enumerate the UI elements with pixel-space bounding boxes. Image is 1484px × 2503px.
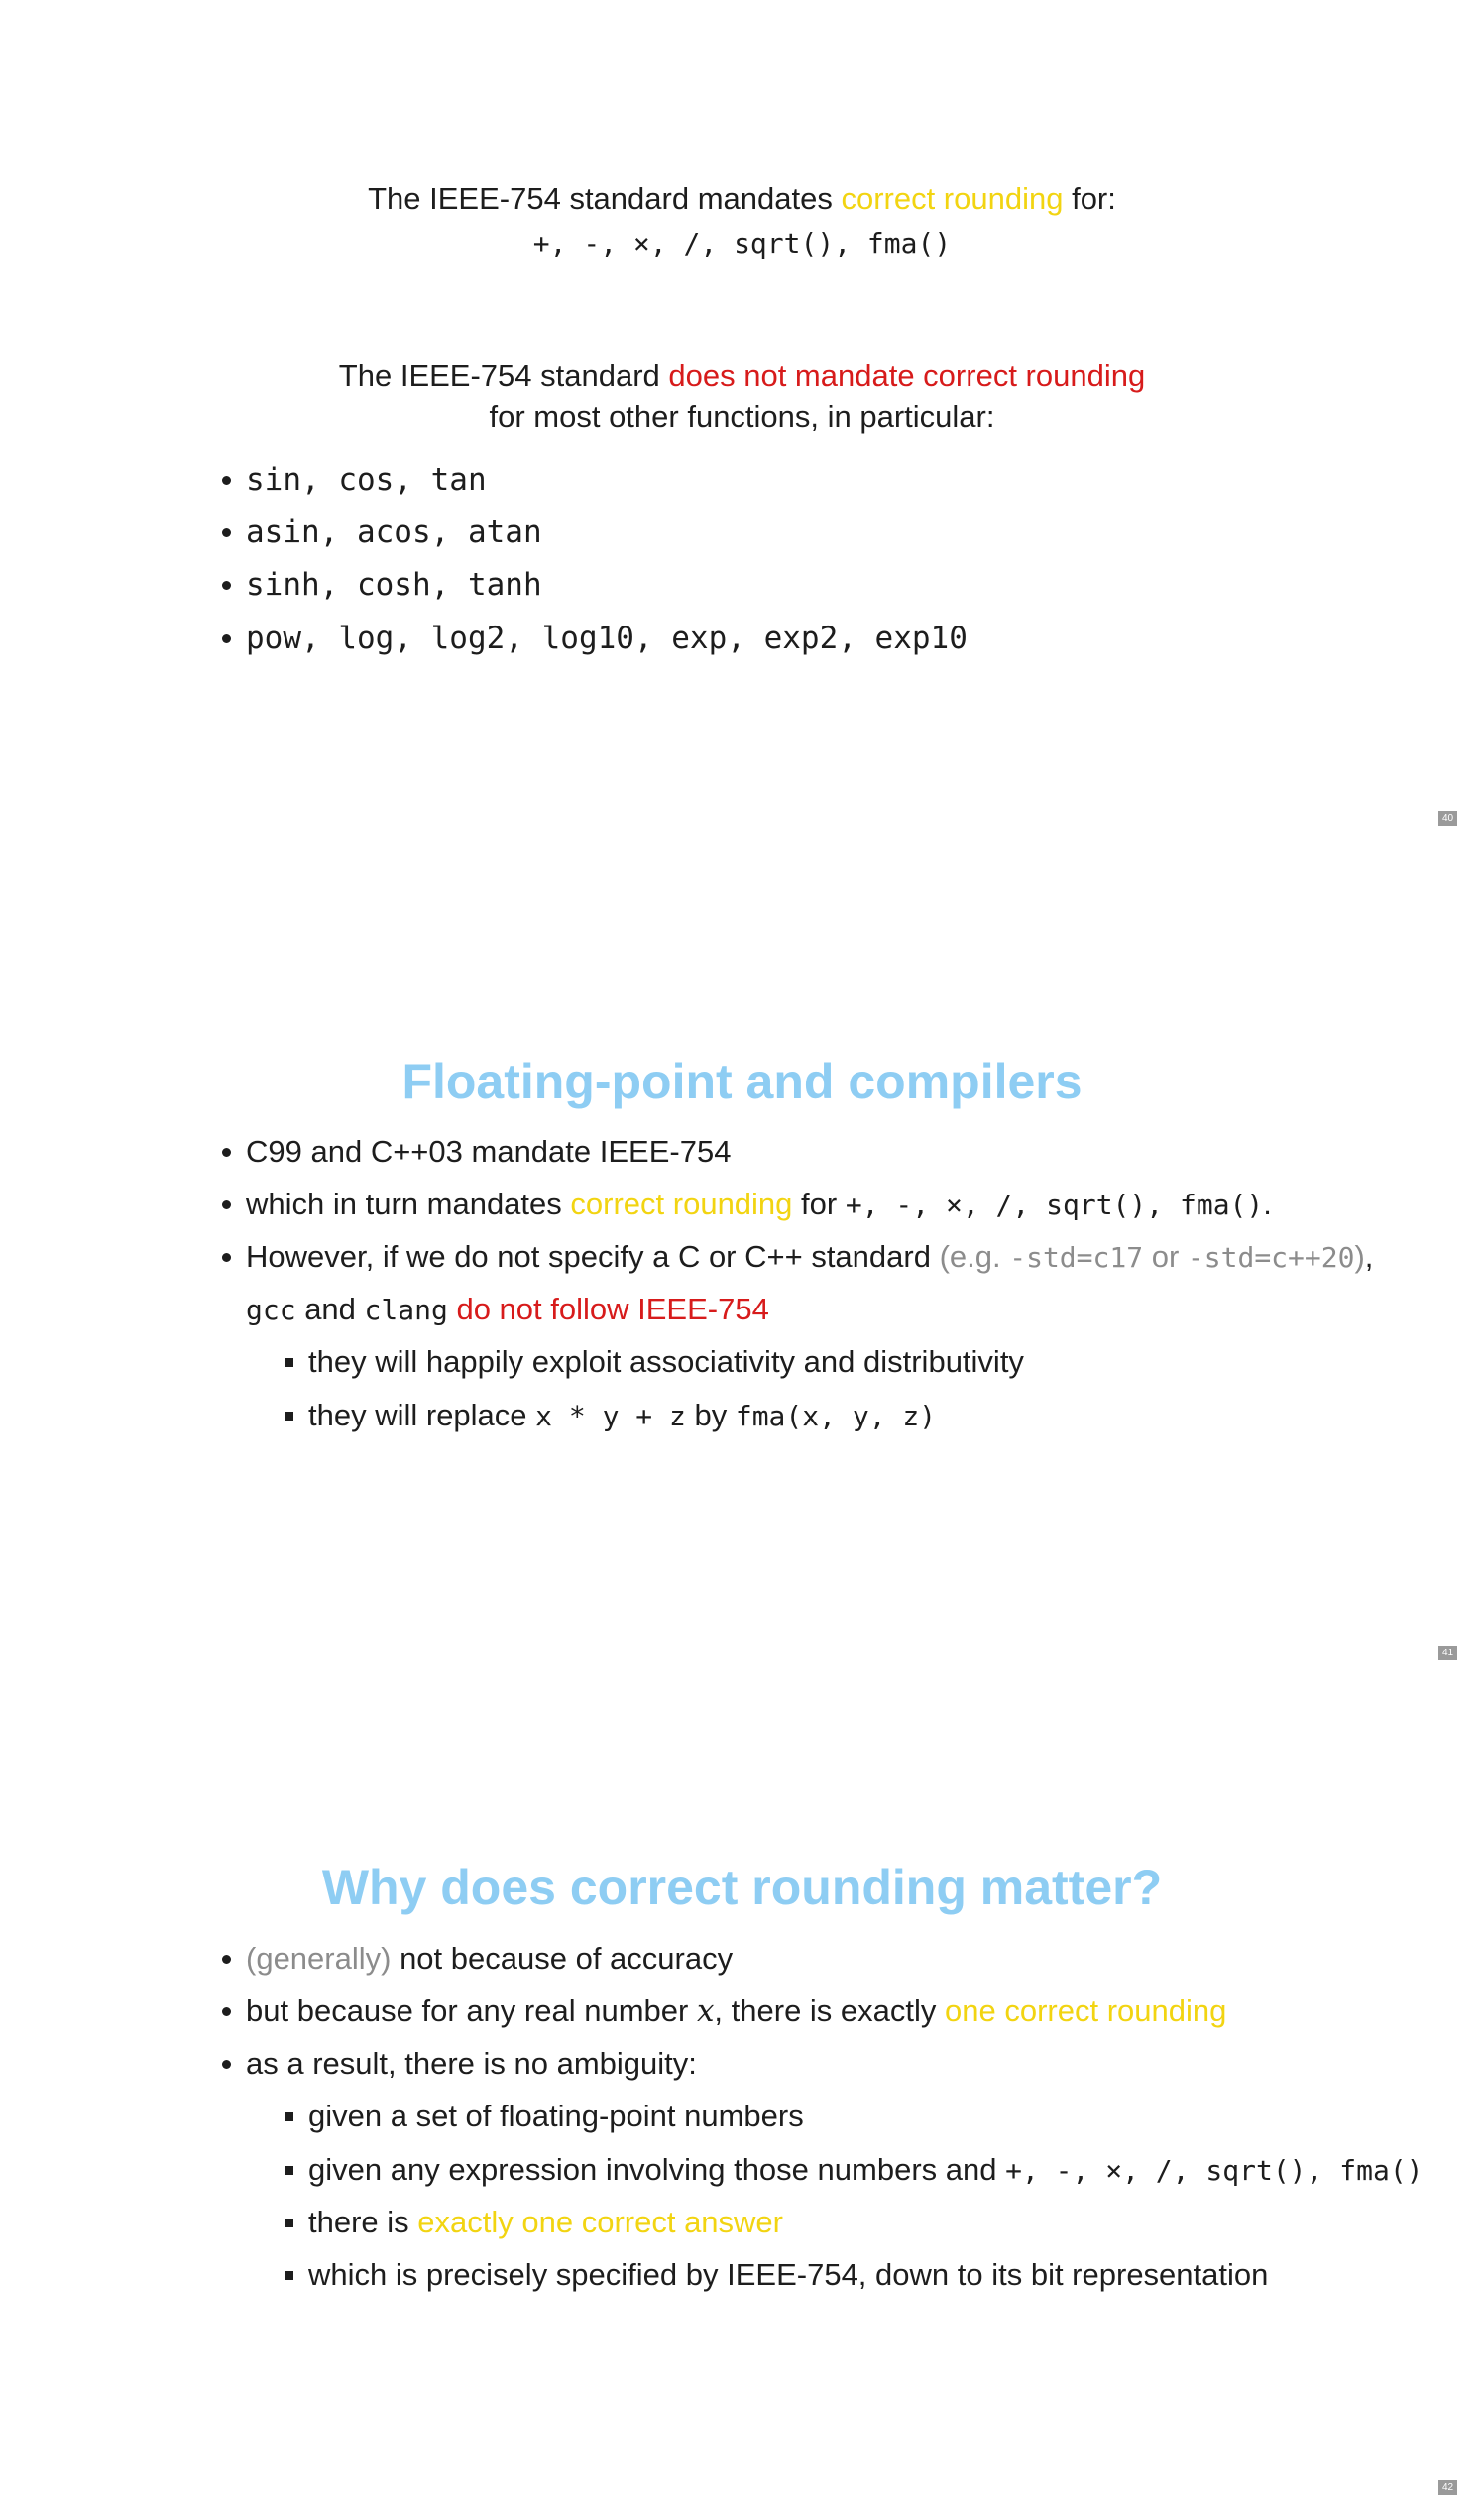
sub-list-item: they will replace x * y + z by fma(x, y,… (284, 1398, 937, 1433)
line1-suffix: for: (1063, 181, 1116, 216)
code: -std=c17 (1009, 1241, 1144, 1274)
text: However, if we do not specify a C or C++… (246, 1239, 940, 1274)
list-item: pow, log, log2, log10, exp, exp2, exp10 (222, 621, 968, 656)
math-variable: x (696, 1993, 715, 2029)
highlight: do not follow IEEE-754 (456, 1292, 769, 1326)
list-item: as a result, there is no ambiguity: (222, 2046, 697, 2081)
page-number: 40 (1438, 811, 1457, 826)
slide-41: Floating-point and compilers C99 and C++… (0, 835, 1484, 1668)
text: they will replace (308, 1398, 536, 1432)
sub-list-item: given a set of floating-point numbers (285, 2099, 804, 2133)
text: , (1364, 1239, 1374, 1274)
slide40-ops: +, -, ×, /, sqrt(), fma() (532, 227, 952, 260)
slide-title: Why does correct rounding matter? (321, 1860, 1163, 1915)
sub-list-item: there is exactly one correct answer (285, 2205, 783, 2240)
line1-prefix: The IEEE-754 standard mandates (368, 181, 842, 216)
code: fma(x, y, z) (735, 1400, 937, 1432)
code: gcc (246, 1294, 296, 1326)
text: or (1143, 1239, 1188, 1274)
slide-40: The IEEE-754 standard mandates correct r… (0, 0, 1484, 834)
slide40-line3: for most other functions, in particular: (489, 399, 995, 434)
code: x * y + z (535, 1400, 686, 1432)
slide40-line1: The IEEE-754 standard mandates correct r… (0, 181, 1484, 217)
slide-title: Floating-point and compilers (401, 1054, 1083, 1109)
sub-list-item: they will happily exploit associativity … (285, 1344, 1024, 1379)
highlight: one correct rounding (945, 1993, 1227, 2028)
list-item: (generally) not because of accuracy (221, 1941, 734, 1977)
page-number: 42 (1438, 2480, 1457, 2495)
text: and (295, 1292, 365, 1326)
text: ) (1354, 1239, 1365, 1274)
list-item: asin, acos, atan (222, 514, 542, 550)
line2-prefix: The IEEE-754 standard (338, 358, 669, 393)
list-item: However, if we do not specify a C or C++… (221, 1239, 1374, 1275)
list-item: sinh, cosh, tanh (222, 567, 542, 603)
sub-list-item: which is precisely specified by IEEE-754… (284, 2257, 1269, 2292)
slide40-line2: The IEEE-754 standard does not mandate c… (0, 358, 1484, 394)
text: there is (308, 2205, 418, 2239)
code: +, -, ×, /, sqrt(), fma() (845, 1189, 1264, 1221)
text: (generally) (246, 1941, 392, 1976)
text: for (792, 1187, 846, 1221)
text: . (1263, 1187, 1272, 1221)
text: but because for any real number (246, 1993, 697, 2028)
text: by (685, 1398, 736, 1432)
text: , there is exactly (714, 1993, 946, 2028)
text: not because of accuracy (391, 1941, 734, 1976)
list-item: sin, cos, tan (222, 462, 487, 498)
list-item: C99 and C++03 mandate IEEE-754 (221, 1134, 732, 1169)
sub-list-item: given any expression involving those num… (285, 2152, 1424, 2188)
text: (e.g. (939, 1239, 1010, 1274)
page-number: 41 (1438, 1646, 1457, 1660)
code: -std=c++20 (1187, 1241, 1355, 1274)
highlight: exactly one correct answer (417, 2205, 783, 2239)
list-item: which in turn mandates correct rounding … (222, 1187, 1272, 1222)
list-item-continuation: gcc and clang do not follow IEEE-754 (246, 1292, 769, 1327)
text: which in turn mandates (246, 1187, 571, 1221)
code: clang (364, 1294, 448, 1326)
highlight: correct rounding (570, 1187, 793, 1221)
list-item: but because for any real number x, there… (221, 1993, 1227, 2029)
text: given any expression involving those num… (308, 2152, 1006, 2187)
line1-highlight: correct rounding (841, 181, 1064, 216)
slide-42: Why does correct rounding matter? (gener… (0, 1669, 1484, 2503)
code: +, -, ×, /, sqrt(), fma() (1005, 2154, 1424, 2187)
line2-highlight: does not mandate correct rounding (668, 358, 1146, 393)
